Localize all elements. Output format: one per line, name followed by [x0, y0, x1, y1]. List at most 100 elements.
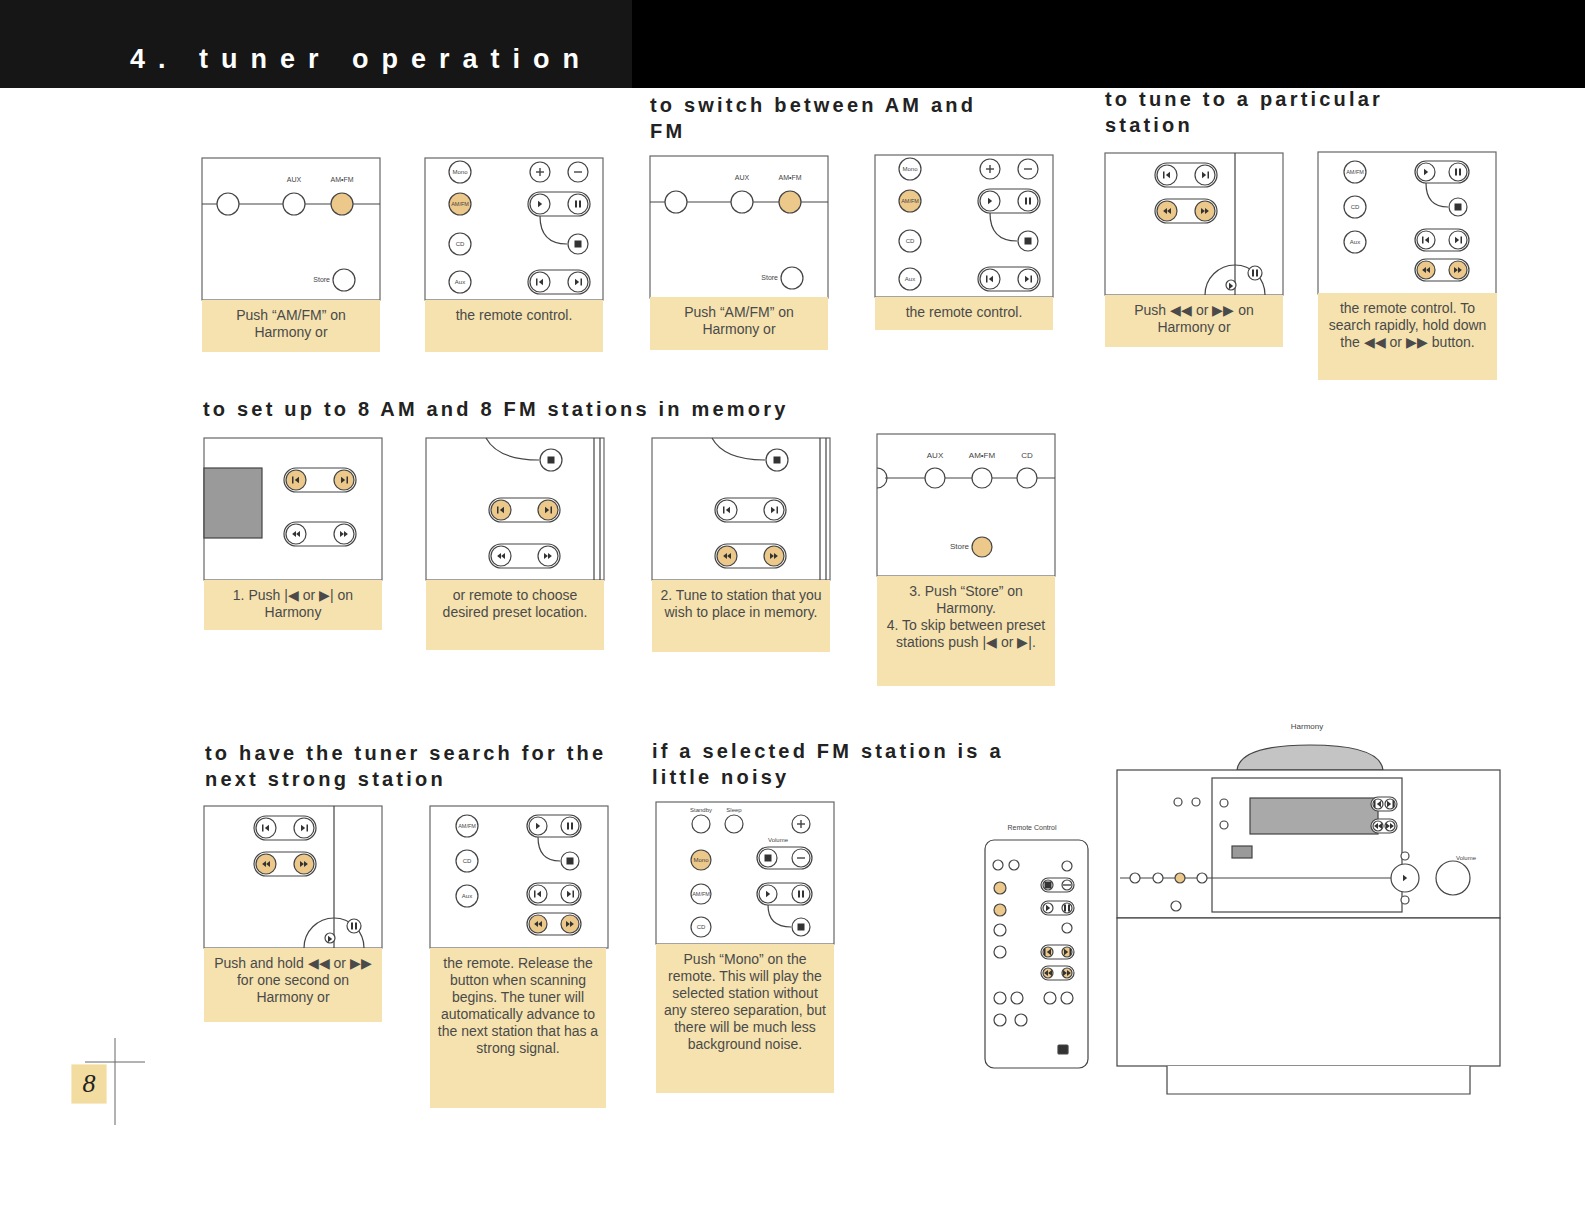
- button: [1157, 201, 1177, 221]
- button: [561, 885, 579, 903]
- unit-stand: [1167, 1066, 1470, 1094]
- caption-box: 2. Tune to station that you wish to plac…: [652, 580, 830, 652]
- section-heading: to have the tuner search for the next st…: [205, 740, 625, 792]
- button: [1385, 821, 1395, 831]
- caption-text: 1. Push |◀ or ▶| on Harmony: [210, 587, 376, 621]
- symbol: [1374, 823, 1378, 829]
- panel-line: [115, 1038, 116, 1125]
- button: [994, 992, 1006, 1004]
- symbol: [328, 936, 332, 942]
- caption-text: the remote control.: [431, 307, 597, 324]
- button: [538, 546, 558, 566]
- button: [456, 885, 478, 907]
- button: [980, 269, 1000, 289]
- unit-body: [1117, 770, 1500, 918]
- button: [779, 191, 801, 213]
- symbol: [341, 477, 345, 483]
- button: [1061, 992, 1073, 1004]
- button-pair: [978, 267, 1040, 291]
- button: [980, 191, 1000, 211]
- caption-text: Push “AM/FM” on Harmony or: [656, 304, 822, 338]
- caption-text: 2. Tune to station that you wish to plac…: [658, 587, 824, 621]
- panel-box: [656, 802, 834, 944]
- panel-line: [825, 438, 826, 580]
- part-label: Aux: [462, 893, 472, 900]
- symbol: [1029, 198, 1031, 205]
- page-number: 8: [83, 1070, 96, 1099]
- page-number-box: [72, 1065, 106, 1103]
- panel-box: [202, 158, 380, 300]
- symbol: [766, 891, 770, 897]
- symbol: [798, 891, 800, 898]
- symbol: [292, 531, 296, 537]
- button: [456, 815, 478, 837]
- button: [1043, 903, 1053, 913]
- button: [1436, 861, 1470, 895]
- button: [691, 917, 711, 937]
- symbol: [575, 201, 577, 208]
- symbol: [774, 457, 781, 464]
- button-pair: [1415, 259, 1469, 281]
- button: [294, 854, 314, 874]
- button-pair: [1415, 161, 1469, 183]
- button: [1009, 860, 1019, 870]
- part-label: AM•FM: [778, 174, 801, 182]
- symbol: [1386, 823, 1390, 829]
- symbol: [1455, 169, 1457, 176]
- button: [1391, 864, 1419, 892]
- part-label: AM/FM: [901, 198, 919, 204]
- symbol: [1025, 276, 1029, 282]
- button: [325, 933, 335, 943]
- button: [449, 233, 471, 255]
- part-label: Mono: [902, 166, 917, 173]
- symbol: [1425, 237, 1429, 243]
- symbol: [573, 891, 575, 898]
- button: [792, 885, 810, 903]
- part-label: Aux: [1350, 239, 1360, 246]
- symbol: [340, 531, 344, 537]
- button-pair: [1041, 966, 1074, 980]
- outline: [712, 438, 765, 460]
- symbol: [262, 861, 266, 867]
- symbol: [1461, 237, 1463, 244]
- button-pair: [1041, 901, 1074, 915]
- button: [331, 193, 353, 215]
- part-label: Mono: [693, 857, 708, 864]
- part-label: Store: [761, 274, 778, 282]
- button: [449, 193, 471, 215]
- button: [456, 850, 478, 872]
- symbol: [765, 855, 772, 862]
- button-pair: [254, 852, 316, 876]
- button-pair: [715, 498, 786, 522]
- button-pair: [527, 815, 581, 837]
- button-pair: [757, 847, 812, 869]
- panel-line: [85, 1062, 145, 1063]
- symbol: [1454, 267, 1458, 273]
- part-label: CD: [697, 924, 706, 931]
- button: [529, 915, 547, 933]
- button: [692, 815, 710, 833]
- button: [530, 162, 550, 182]
- button: [1043, 880, 1053, 890]
- symbol: [296, 531, 300, 537]
- button: [972, 468, 992, 488]
- button: [1011, 992, 1023, 1004]
- button: [1417, 231, 1435, 249]
- button: [994, 1014, 1006, 1026]
- part-label: AM•FM: [330, 176, 353, 184]
- symbol: [548, 553, 552, 559]
- caption-box: Push “Mono” on the remote. This will pla…: [656, 944, 834, 1093]
- symbol: [989, 276, 993, 282]
- button: [1044, 992, 1056, 1004]
- section-heading: to set up to 8 AM and 8 FM stations in m…: [203, 396, 789, 422]
- button: [449, 271, 471, 293]
- symbol: [500, 507, 504, 513]
- button: [980, 159, 1000, 179]
- symbol: [501, 553, 505, 559]
- button: [294, 818, 314, 838]
- button: [256, 818, 276, 838]
- caption-text: Push and hold ◀◀ or ▶▶ for one second on…: [210, 955, 376, 1006]
- panel-line: [989, 165, 990, 173]
- button: [561, 817, 579, 835]
- symbol: [534, 921, 538, 927]
